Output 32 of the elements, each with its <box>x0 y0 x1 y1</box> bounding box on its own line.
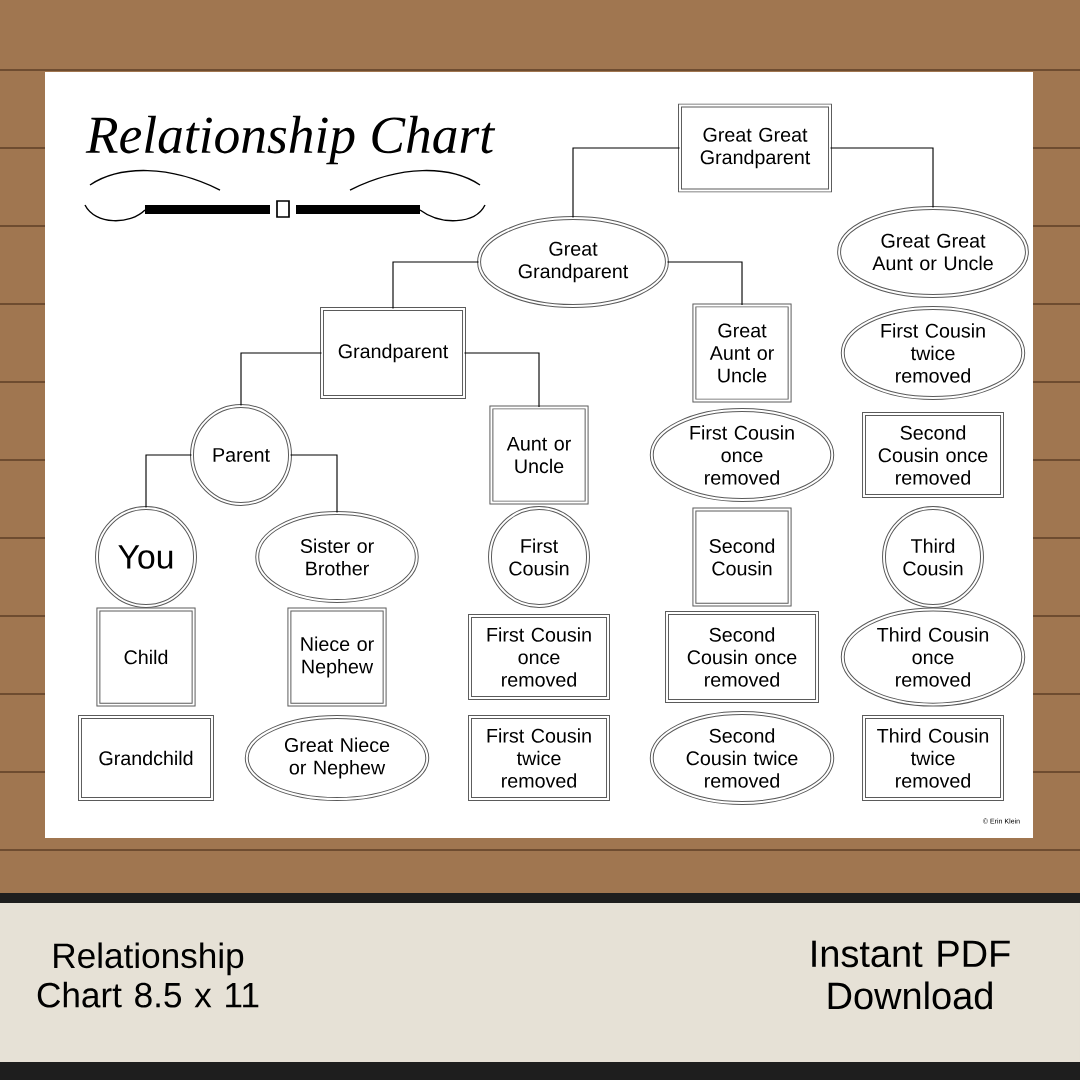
framed-oval: Second Cousin twice removed <box>649 711 835 805</box>
framed-box: Third Cousin twice removed <box>862 715 1004 801</box>
connector-line <box>392 261 480 310</box>
framed-oval: Third Cousin once removed <box>840 607 1026 707</box>
banner-text: Instant PDF Download <box>812 940 1010 1010</box>
framed-box: Great Great Grandparent <box>678 103 832 193</box>
framed-box: Second Cousin <box>692 507 792 607</box>
framed-box: First Cousin twice removed <box>468 715 610 801</box>
framed-box: Aunt or Uncle <box>489 405 589 505</box>
framed-oval: Great Niece or Nephew <box>244 715 430 801</box>
framed-oval: First Cousin twice removed <box>840 306 1026 400</box>
connector-line <box>572 147 681 219</box>
banner-text: Relationship Chart 8.5 x 11 <box>37 942 259 1008</box>
framed-box: Great Aunt or Uncle <box>692 303 792 403</box>
chart-title: Relationship Chart <box>85 115 496 165</box>
connector-line <box>145 454 193 509</box>
framed-box: Child <box>96 607 196 707</box>
framed-box: Grandparent <box>320 307 466 399</box>
connector-line <box>289 454 338 514</box>
connector-line <box>829 147 934 209</box>
framed-box: Niece or Nephew <box>287 607 387 707</box>
connector-line <box>240 352 323 407</box>
framed-oval: Sister or Brother <box>255 511 419 603</box>
framed-oval: Great Great Aunt or Uncle <box>837 206 1029 298</box>
connector-line <box>463 352 540 408</box>
framed-box: Second Cousin once removed <box>665 611 819 703</box>
framed-oval: First Cousin once removed <box>649 408 835 502</box>
framed-box: Grandchild <box>78 715 214 801</box>
connector-line <box>666 261 743 306</box>
framed-box: Second Cousin once removed <box>862 412 1004 498</box>
framed-box: First Cousin once removed <box>468 614 610 700</box>
framed-oval: Great Grandparent <box>477 216 669 308</box>
